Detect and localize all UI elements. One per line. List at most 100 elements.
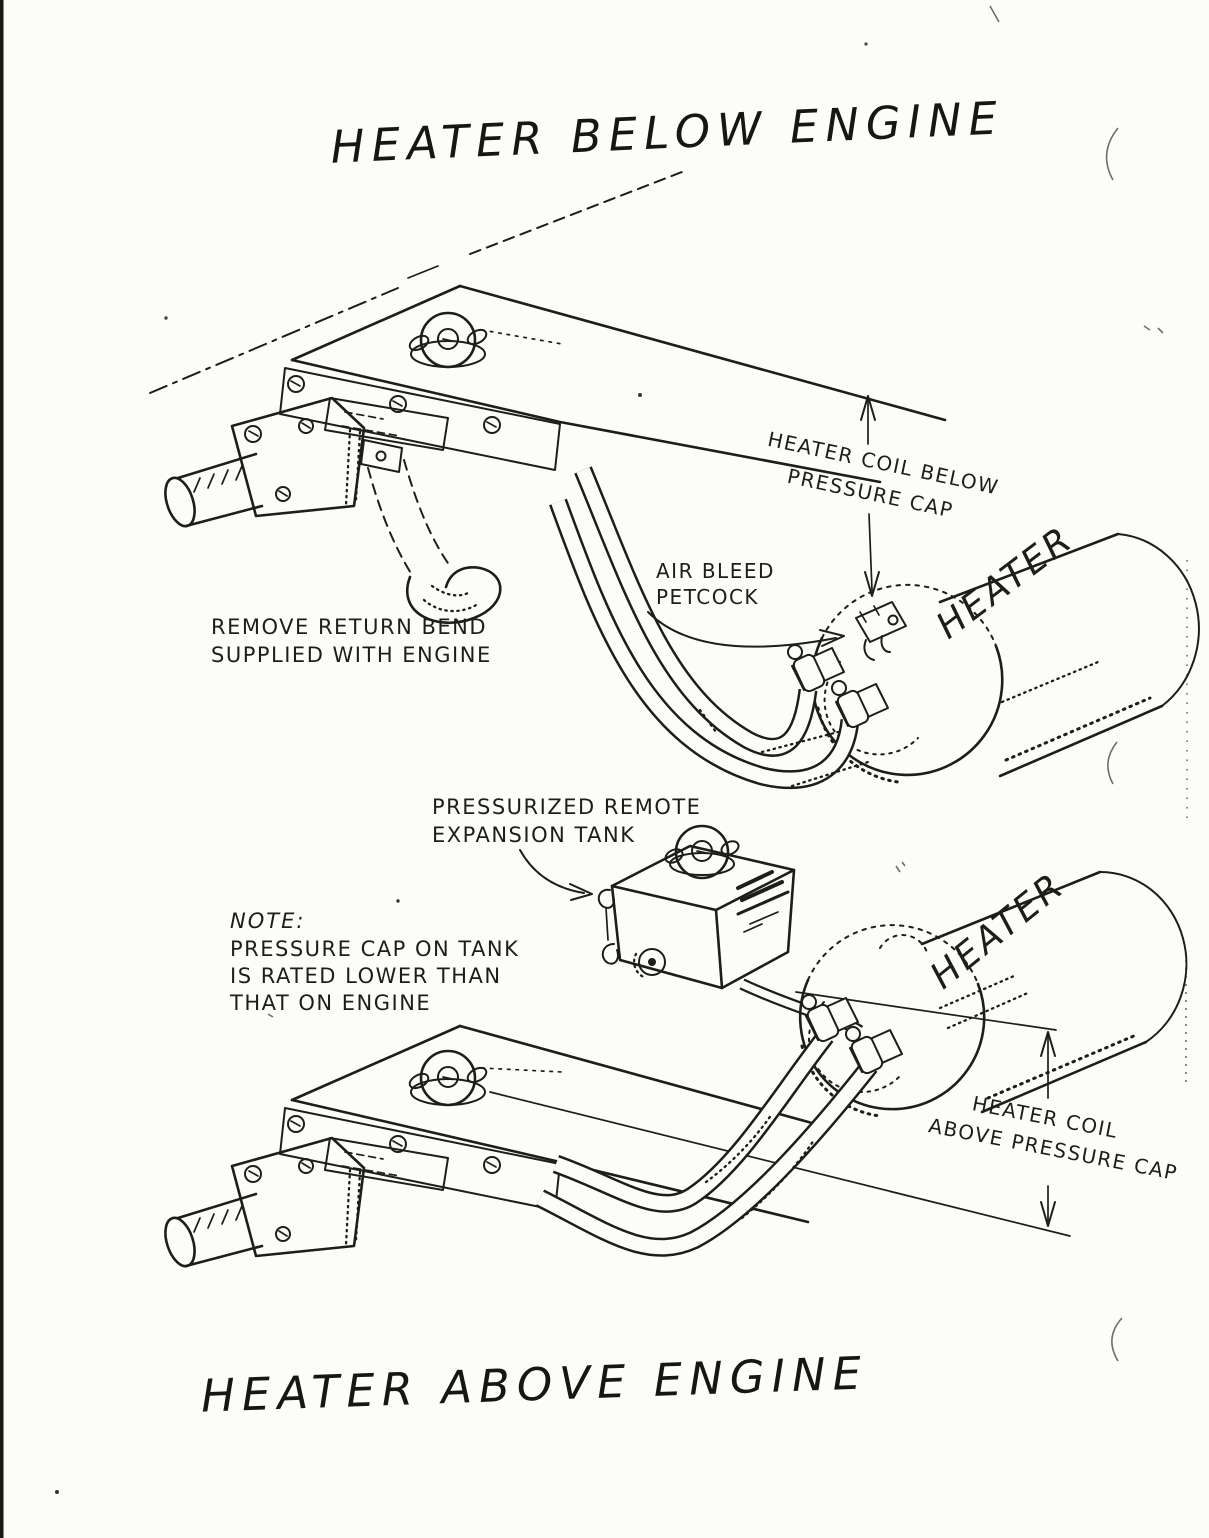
tank-label-line1: PRESSURIZED REMOTE (432, 795, 701, 819)
scan-mark (267, 1013, 274, 1018)
hose-clamp (836, 689, 870, 729)
clamp-screw (845, 1026, 861, 1042)
hose-clamp (792, 653, 826, 693)
bolt-head (389, 1135, 407, 1153)
tank-left-face (610, 884, 724, 990)
heater-body-top (938, 532, 1120, 604)
bolt-head (483, 1156, 501, 1174)
engine-front-face (279, 367, 561, 471)
heater-body-label: HEATER (923, 865, 1073, 997)
hose-hatching (740, 1138, 816, 1220)
air-bleed-label-line2: PETCOCK (656, 585, 759, 609)
scan-edge-line (0, 0, 4, 1538)
hose-stub-end (164, 1216, 196, 1268)
arrowhead-up (1040, 1031, 1056, 1057)
core-dashed-circle (823, 661, 919, 756)
cap-level-dots (481, 329, 563, 345)
fittings-and-clamps (801, 994, 903, 1075)
note-heading: NOTE: (230, 909, 305, 933)
hose-stub-end (164, 476, 196, 528)
scan-speck (164, 316, 168, 320)
scan-mark (895, 861, 906, 873)
tank-bottom-fitting (633, 948, 666, 980)
bolt-head (287, 1115, 305, 1133)
tank-right-face (720, 868, 796, 990)
scan-speck (396, 899, 400, 903)
water-outlet-housing (164, 1136, 366, 1268)
bolt-head (389, 395, 407, 413)
tank-label-line2: EXPANSION TANK (432, 823, 636, 847)
tank-logo-stripes (736, 870, 790, 933)
return-bend (406, 566, 502, 625)
fittings-and-petcock (787, 601, 907, 729)
heater-far-end (1099, 870, 1188, 1043)
figure-heater-below-engine: HEATER (149, 171, 1200, 790)
engine-block (164, 284, 947, 625)
clamp-screw (787, 644, 803, 660)
radiator-cap (408, 311, 488, 369)
arrowhead-down (864, 571, 880, 597)
construction-line (407, 265, 439, 279)
pressure-cap-level-edge (458, 284, 947, 422)
scan-mark (989, 5, 1000, 23)
heater-body-bottom (998, 704, 1164, 778)
return-bend-label-line2: SUPPLIED WITH ENGINE (211, 643, 492, 667)
water-outlet-housing (164, 396, 403, 528)
radiator-cap (408, 1049, 488, 1107)
cover-detail-plate (324, 1137, 449, 1191)
return-bend-label-line1: REMOVE RETURN BEND (211, 615, 487, 639)
engine-front-face (279, 1107, 561, 1211)
expansion-tank (597, 824, 864, 1037)
heater-hoses (549, 466, 870, 790)
note-line1: PRESSURE CAP ON TANK (230, 937, 519, 961)
heater-face-dashed-rim (821, 583, 997, 647)
scan-speck (55, 1490, 59, 1494)
clamp-screw (801, 994, 817, 1010)
tank-pressure-cap (664, 824, 740, 880)
petcock-leader-arrow (647, 611, 837, 648)
arrowhead-down (1040, 1201, 1056, 1227)
note-line3: THAT ON ENGINE (229, 991, 431, 1015)
note-line2: IS RATED LOWER THAN (230, 964, 502, 988)
scan-mark (1105, 127, 1119, 181)
construction-line (149, 287, 399, 394)
scan-mark (1111, 1317, 1123, 1362)
title-heater-above-engine: HEATER ABOVE ENGINE (200, 1346, 869, 1422)
arrowhead-up (860, 395, 876, 421)
hose-clamp (850, 1035, 884, 1075)
hose-hatching (704, 1112, 774, 1184)
heater-far-end (1117, 533, 1200, 707)
figure-heater-above-engine: HEATER (164, 795, 1188, 1268)
heater-hoses (535, 1030, 878, 1257)
scan-mark (1107, 741, 1118, 785)
heater-level-line (795, 991, 1057, 1031)
hose-hatching (193, 465, 243, 493)
cap-level-dots (481, 1067, 563, 1073)
heater-body-top (920, 870, 1102, 946)
return-bend-assembly (367, 459, 502, 625)
arrowhead-right (819, 629, 845, 647)
clamp-screw (831, 680, 847, 696)
heater-outlet-tee (360, 439, 403, 473)
body-construction-lines (149, 171, 683, 394)
air-bleed-label-line1: AIR BLEED (656, 559, 775, 583)
arrowhead-right (569, 883, 593, 901)
tank-mounting-hooks (597, 888, 619, 965)
heater-body-label: HEATER (929, 518, 1081, 647)
bolt-head (287, 375, 305, 393)
engine-block (164, 1024, 814, 1268)
bolt-head (483, 416, 501, 434)
scan-mark (1143, 325, 1164, 334)
cover-detail-plate (324, 397, 449, 451)
air-bleed-petcock (855, 601, 907, 661)
dimension-heater-below (860, 395, 880, 597)
heater-face (798, 978, 986, 1111)
hose-hatching (760, 730, 840, 754)
hose-clamp (806, 1003, 840, 1043)
scan-speck (638, 393, 642, 397)
heater-body-bottom (980, 1040, 1148, 1114)
hose-hatching (790, 760, 870, 788)
